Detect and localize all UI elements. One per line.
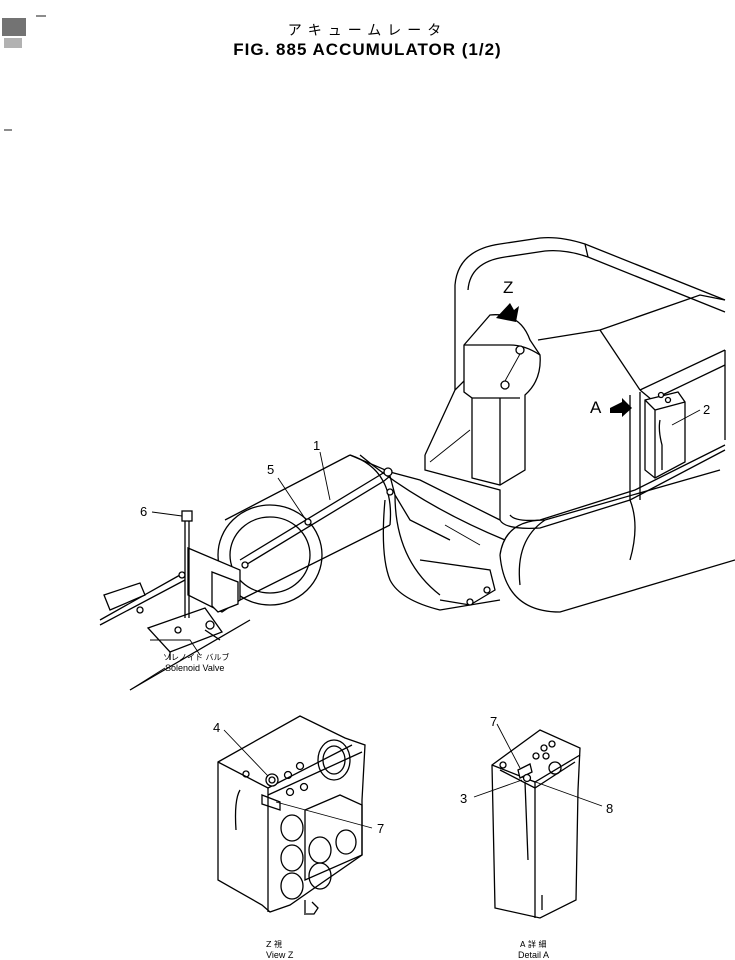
callout-5: 5 [267,462,274,477]
leader-line-3 [473,779,523,798]
callout-4: 4 [213,720,220,735]
view-z-caption-jp: Z 視 [266,940,282,949]
control-box [463,314,541,486]
swing-circle [217,454,392,606]
accumulator [644,391,686,479]
leader-line-1 [319,451,331,501]
detail-a-caption: Detail A [518,950,549,960]
leader-line-7-view-z [275,801,373,829]
view-z-label: Z [503,278,513,297]
solenoid-valve-assembly [99,547,251,691]
callout-3: 3 [460,791,467,806]
operator-cab [424,236,726,529]
leader-line-4 [223,729,269,777]
solenoid-valve-caption-jp: ソレノイド バルブ [163,652,230,662]
hydraulic-pipe [239,467,451,567]
leader-line-8 [529,779,603,807]
figure-title-japanese: アキュームレータ [287,23,448,39]
leader-line-solenoid [129,667,166,691]
callout-6: 6 [140,504,147,519]
track-frame [349,454,735,613]
leader-line-6 [151,511,183,517]
callout-8: 8 [606,801,613,816]
solenoid-valve-caption: Solenoid Valve [165,663,224,673]
view-z-caption: View Z [266,950,294,960]
leader-line-7-detail-a [496,723,521,769]
bolt [181,510,193,618]
callout-7-view-z: 7 [377,821,384,836]
figure-title: FIG. 885 ACCUMULATOR (1/2) [233,40,502,59]
scan-artifact [2,15,46,131]
detail-a-label: A [590,398,602,417]
view-z-drawing [217,715,366,915]
detail-a-drawing [491,729,581,919]
callout-2: 2 [703,402,710,417]
callout-7-detail-a: 7 [490,714,497,729]
detail-a-caption-jp: A 詳 細 [520,939,547,949]
callout-1: 1 [313,438,320,453]
leader-line-2 [671,409,701,426]
leader-line-5 [277,477,307,521]
view-z-arrow [496,303,519,322]
detail-a-arrow [610,398,632,417]
